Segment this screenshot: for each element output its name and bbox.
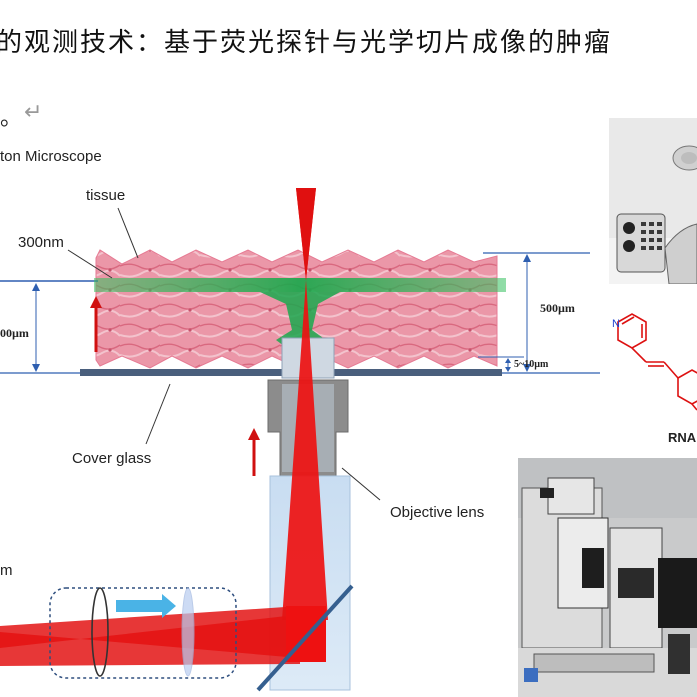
layer-leader bbox=[67, 249, 113, 279]
scan-arrow-objective bbox=[248, 428, 260, 476]
microscope-photo bbox=[518, 458, 697, 697]
light-sheet bbox=[94, 278, 506, 292]
molecule-atom-label: N bbox=[612, 318, 620, 330]
lens-left bbox=[91, 587, 109, 677]
molecule-structure bbox=[617, 313, 697, 411]
cover-glass-label: Cover glass bbox=[72, 450, 152, 467]
tissue-label: tissue bbox=[86, 187, 126, 204]
microscope-label: ton Microscope bbox=[0, 148, 102, 165]
scan-arrow-left bbox=[90, 296, 102, 352]
laser-vertical-beam bbox=[282, 188, 328, 620]
depth-right-label: 500µm bbox=[540, 301, 575, 315]
gap-label: 5~10µm bbox=[514, 359, 549, 370]
subtitle-fragment: 。 bbox=[0, 106, 23, 131]
dichroic-mirror bbox=[256, 584, 354, 692]
objective-leader bbox=[341, 467, 381, 501]
return-arrow-icon: ↵ bbox=[24, 100, 43, 125]
depth-left-dimension bbox=[32, 283, 40, 372]
lens-box bbox=[49, 587, 237, 679]
tissue-leader bbox=[117, 207, 139, 259]
lens-right bbox=[181, 587, 195, 677]
depth-right-dimension bbox=[523, 254, 531, 372]
depth-left-label: 00µm bbox=[0, 326, 29, 340]
controller-photo bbox=[609, 118, 697, 284]
left-edge-label: m bbox=[0, 562, 13, 579]
layer-thickness-label: 300nm bbox=[18, 234, 64, 251]
laser-upper-cone bbox=[296, 188, 316, 280]
page-title: 的观测技术：基于荧光探针与光学切片成像的肿瘤 bbox=[0, 28, 613, 58]
laser-horizontal-cone bbox=[0, 606, 300, 666]
lens-shift-arrow bbox=[116, 594, 176, 618]
molecule-caption: RNA bbox=[668, 430, 697, 445]
objective-lens-label: Objective lens bbox=[390, 504, 485, 521]
gap-dimension bbox=[505, 358, 511, 372]
cover-glass-leader bbox=[145, 383, 171, 445]
